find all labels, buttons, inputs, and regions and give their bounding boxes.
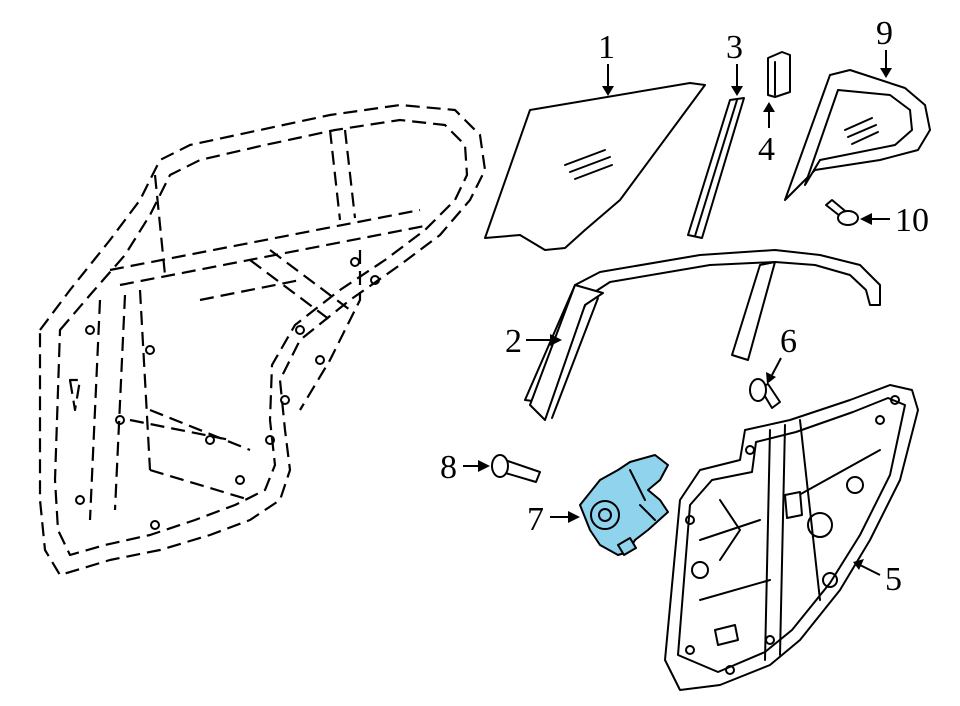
callout-label-6: 6 xyxy=(780,323,797,360)
callout-10: 10 xyxy=(860,202,929,239)
callout-label-4: 4 xyxy=(758,131,775,168)
callout-3: 3 xyxy=(726,29,743,96)
callout-label-5: 5 xyxy=(885,561,902,598)
callout-label-10: 10 xyxy=(895,202,929,239)
bolt-10 xyxy=(825,199,859,226)
callout-4: 4 xyxy=(758,102,775,168)
callout-2: 2 xyxy=(505,323,562,360)
callout-label-8: 8 xyxy=(440,449,457,486)
glass-run-channel xyxy=(524,249,881,421)
door-module-panel xyxy=(664,384,919,691)
callout-9: 9 xyxy=(876,15,893,78)
callout-label-2: 2 xyxy=(505,323,522,360)
callout-6: 6 xyxy=(766,323,797,384)
door-glass xyxy=(484,82,706,251)
door-shell-phantom xyxy=(38,103,487,577)
callout-5: 5 xyxy=(853,559,902,598)
bolt-6 xyxy=(749,378,781,409)
callout-8: 8 xyxy=(440,449,490,486)
callout-1: 1 xyxy=(598,29,615,96)
callout-label-3: 3 xyxy=(726,29,743,66)
callout-label-7: 7 xyxy=(527,501,544,538)
window-motor xyxy=(579,454,669,556)
seal-block xyxy=(767,51,791,98)
callout-label-9: 9 xyxy=(876,15,893,52)
quarter-glass xyxy=(784,69,931,201)
bolt-8 xyxy=(491,454,541,483)
callout-7: 7 xyxy=(527,501,580,538)
belt-molding xyxy=(687,97,745,239)
callout-label-1: 1 xyxy=(598,29,615,66)
